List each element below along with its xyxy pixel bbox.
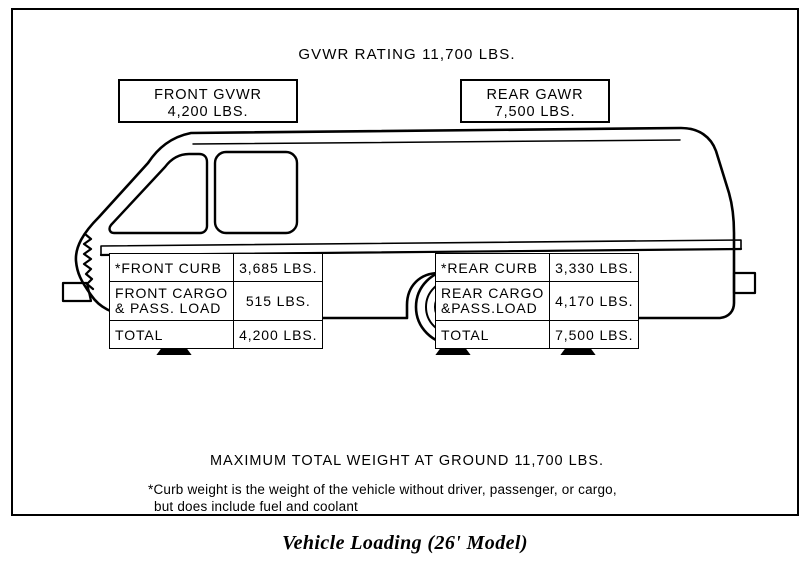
curb-weight-footnote-line2: but does include fuel and coolant [154,499,358,514]
windshield-glass [108,152,209,235]
rear-curb-value: 3,330 LBS. [549,253,640,282]
front-total-value: 4,200 LBS. [233,320,324,349]
front-total-label: TOTAL [108,320,235,349]
rear-weight-table: *REAR CURB 3,330 LBS. REAR CARGO &PASS.L… [434,253,640,349]
rear-gawr-box: REAR GAWR 7,500 LBS. [460,79,610,123]
rear-cargo-label: REAR CARGO &PASS.LOAD [434,281,551,321]
front-curb-value: 3,685 LBS. [233,253,324,282]
rear-bumper-tab [732,271,757,295]
rear-cargo-label-line2: &PASS.LOAD [441,300,538,316]
rear-gawr-value: 7,500 LBS. [494,104,576,120]
door-window-glass [213,150,299,235]
diagram-frame: GVWR RATING 11,700 LBS. FRONT GVWR 4,200… [11,8,799,516]
curb-weight-footnote-line1: *Curb weight is the weight of the vehicl… [148,482,617,497]
front-gvwr-box: FRONT GVWR 4,200 LBS. [118,79,298,123]
front-cargo-label: FRONT CARGO & PASS. LOAD [108,281,235,321]
front-curb-label: *FRONT CURB [108,253,235,282]
table-row: TOTAL 7,500 LBS. [434,320,640,349]
front-grille-lines [82,232,95,291]
front-gvwr-title: FRONT GVWR [154,87,262,103]
front-weight-table: *FRONT CURB 3,685 LBS. FRONT CARGO & PAS… [108,253,324,349]
rear-total-value: 7,500 LBS. [549,320,640,349]
front-cargo-value: 515 LBS. [233,281,324,321]
roof-seam-line [192,139,681,145]
table-row: *REAR CURB 3,330 LBS. [434,253,640,282]
max-total-weight-label: MAXIMUM TOTAL WEIGHT AT GROUND 11,700 LB… [209,453,605,469]
rear-total-label: TOTAL [434,320,551,349]
rear-curb-label: *REAR CURB [434,253,551,282]
rear-cargo-value: 4,170 LBS. [549,281,640,321]
rear-gawr-title: REAR GAWR [486,87,584,103]
front-cargo-label-line2: & PASS. LOAD [115,300,222,316]
table-row: *FRONT CURB 3,685 LBS. [108,253,324,282]
gvwr-rating-label: GVWR RATING 11,700 LBS. [298,46,516,63]
front-cargo-label-line1: FRONT CARGO [115,285,229,301]
table-row: REAR CARGO &PASS.LOAD 4,170 LBS. [434,281,640,321]
front-bumper-tab [61,281,93,303]
table-row: FRONT CARGO & PASS. LOAD 515 LBS. [108,281,324,321]
figure-caption: Vehicle Loading (26' Model) [282,532,528,554]
curb-weight-footnote: *Curb weight is the weight of the vehicl… [148,481,708,515]
front-gvwr-value: 4,200 LBS. [167,104,249,120]
table-row: TOTAL 4,200 LBS. [108,320,324,349]
rear-cargo-label-line1: REAR CARGO [441,285,545,301]
